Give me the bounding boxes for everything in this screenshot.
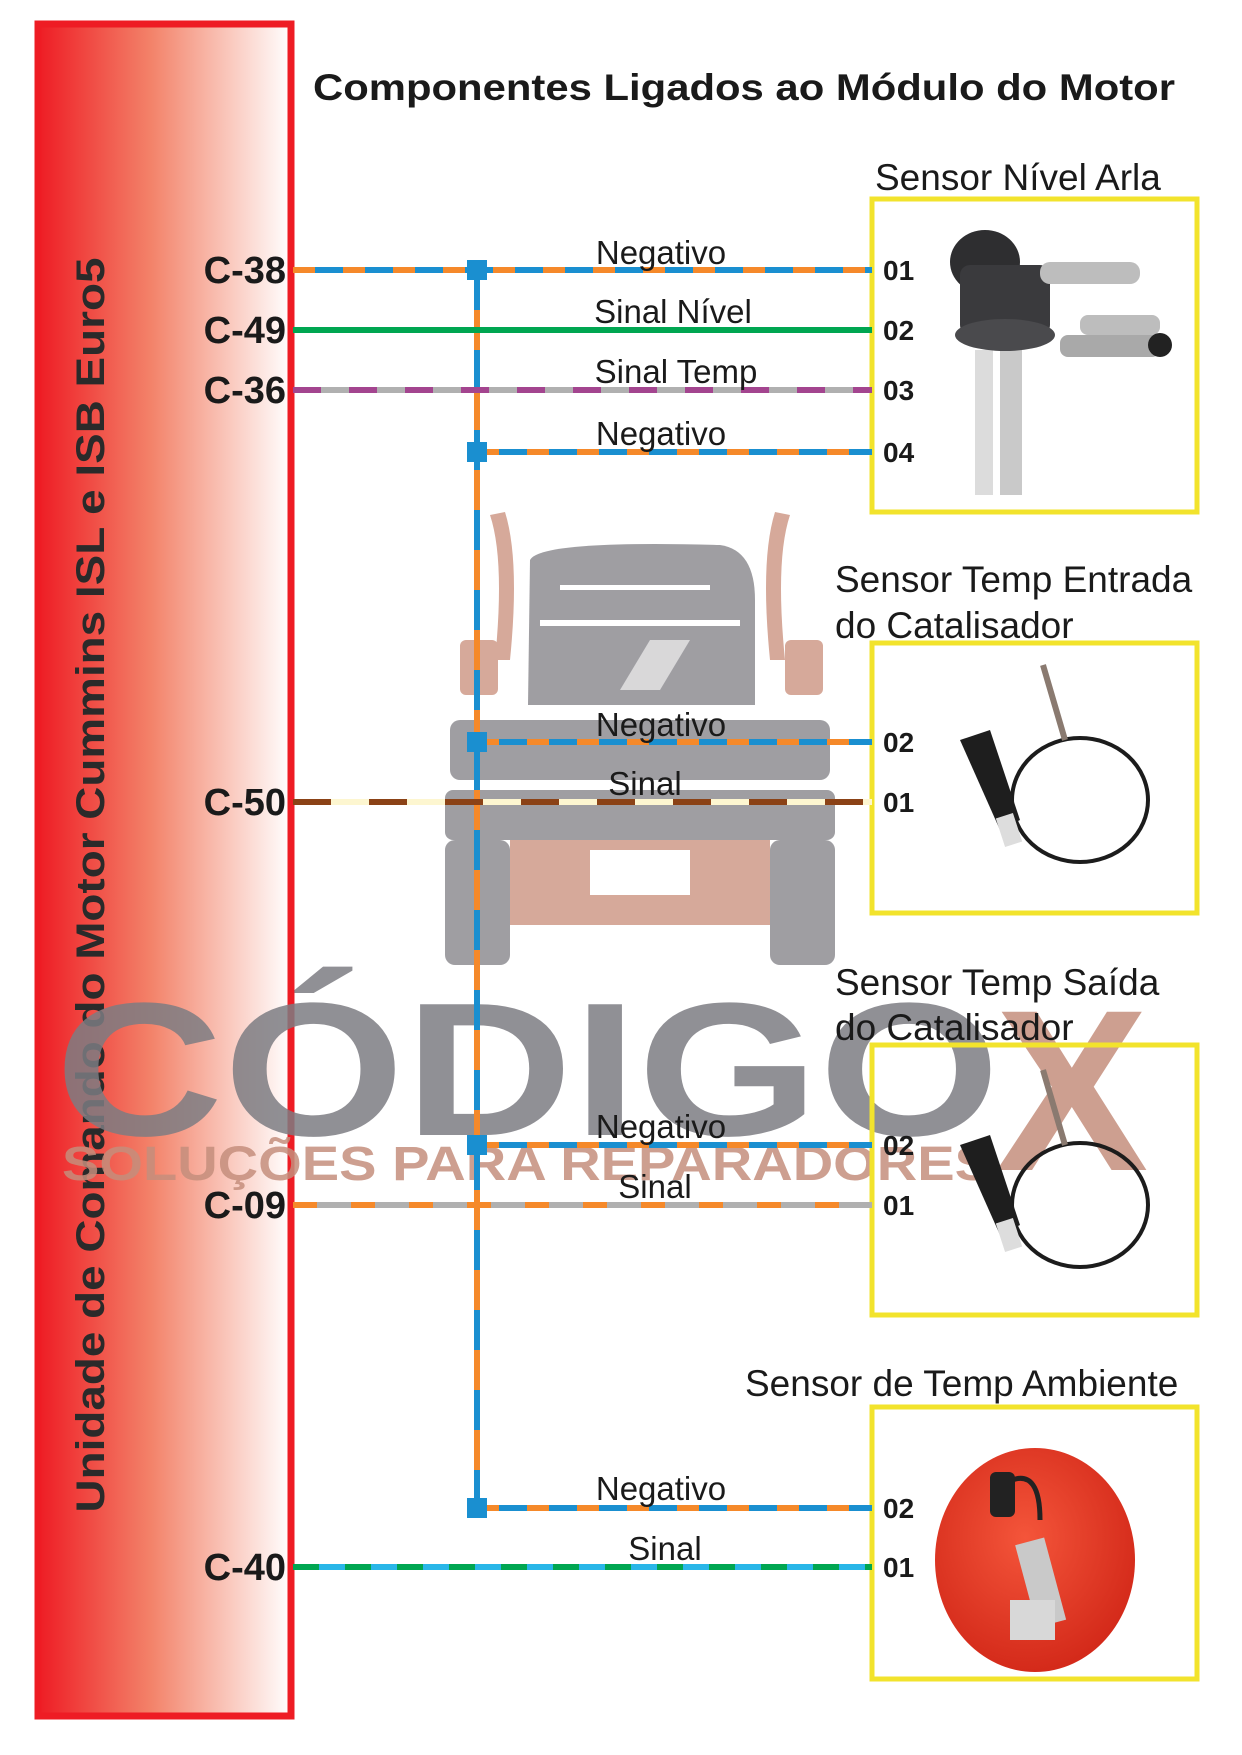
pin-labels: 01 02 03 04 02 01 02 01 02 01 <box>883 255 915 1583</box>
sensor-arla: Sensor Nível Arla <box>869 157 1200 515</box>
sensor-title-line2: do Catalisador <box>835 1007 1074 1048</box>
junction-node <box>467 260 487 280</box>
pin-label: 02 <box>883 727 914 758</box>
sensor-temp-ambiente: Sensor de Temp Ambiente <box>745 1363 1200 1682</box>
wire-label: Negativo <box>596 234 726 271</box>
junction-node <box>467 1135 487 1155</box>
wire-label: Sinal Temp <box>595 353 758 390</box>
sensor-temp-saida: Sensor Temp Saída do Catalisador <box>835 962 1200 1318</box>
wire-label: Negativo <box>596 1108 726 1145</box>
junction-node <box>467 1498 487 1518</box>
sensor-title-line1: Sensor Temp Entrada <box>835 559 1193 600</box>
sensor-title-line1: Sensor Temp Saída <box>835 962 1160 1003</box>
truck-icon <box>445 512 835 965</box>
pin-label: 01 <box>883 787 914 818</box>
pin-label: 04 <box>883 437 915 468</box>
ecu-panel: Unidade de Comando do Motor Cummins ISL … <box>34 20 295 1720</box>
sensor-box <box>869 1042 1200 1318</box>
watermark-logo: CÓDIGO X SOLUÇÕES PARA REPARADORES <box>55 512 1148 1219</box>
wire-labels: Negativo Sinal Nível Sinal Temp Negativo… <box>594 234 757 1567</box>
wire-label: Sinal Nível <box>594 293 752 330</box>
pin-label: 02 <box>883 315 914 346</box>
pin-label: 01 <box>883 1552 914 1583</box>
sensor-temp-entrada: Sensor Temp Entrada do Catalisador <box>835 559 1200 916</box>
wire-label: Negativo <box>596 706 726 743</box>
wire-label: Negativo <box>596 1470 726 1507</box>
ambient-sensor-image <box>935 1448 1135 1672</box>
pin-label: 03 <box>883 375 914 406</box>
page-title: Componentes Ligados ao Módulo do Motor <box>313 67 1175 108</box>
arla-sensor-image <box>950 230 1172 495</box>
connector-c38: C-38 <box>204 250 286 292</box>
junction-node <box>467 732 487 752</box>
temp-sensor-image <box>960 1069 1150 1269</box>
sensor-box <box>869 196 1200 515</box>
ecu-box <box>34 20 295 1720</box>
wire-label: Sinal <box>628 1530 701 1567</box>
connector-c36: C-36 <box>204 370 286 412</box>
connector-c49: C-49 <box>204 310 286 352</box>
watermark-brand: CÓDIGO <box>55 964 1000 1176</box>
sensor-title: Sensor de Temp Ambiente <box>745 1363 1178 1404</box>
pin-label: 01 <box>883 1190 914 1221</box>
connector-labels: C-38 C-49 C-36 C-50 C-09 C-40 <box>204 250 286 1589</box>
pin-label: 02 <box>883 1493 914 1524</box>
pin-label: 02 <box>883 1130 914 1161</box>
connector-c09: C-09 <box>204 1185 286 1227</box>
wire-label: Negativo <box>596 415 726 452</box>
connector-c40: C-40 <box>204 1547 286 1589</box>
sensor-box <box>869 1404 1200 1682</box>
pin-label: 01 <box>883 255 914 286</box>
sensor-title: Sensor Nível Arla <box>875 157 1161 198</box>
temp-sensor-image <box>960 664 1150 864</box>
wire-label: Sinal <box>618 1168 691 1205</box>
connector-c50: C-50 <box>204 782 286 824</box>
sensor-title-line2: do Catalisador <box>835 605 1074 646</box>
junction-node <box>467 442 487 462</box>
ecu-label: Unidade de Comando do Motor Cummins ISL … <box>69 258 113 1513</box>
wire-label: Sinal <box>608 765 681 802</box>
wires <box>293 260 872 1570</box>
sensor-box <box>869 640 1200 916</box>
